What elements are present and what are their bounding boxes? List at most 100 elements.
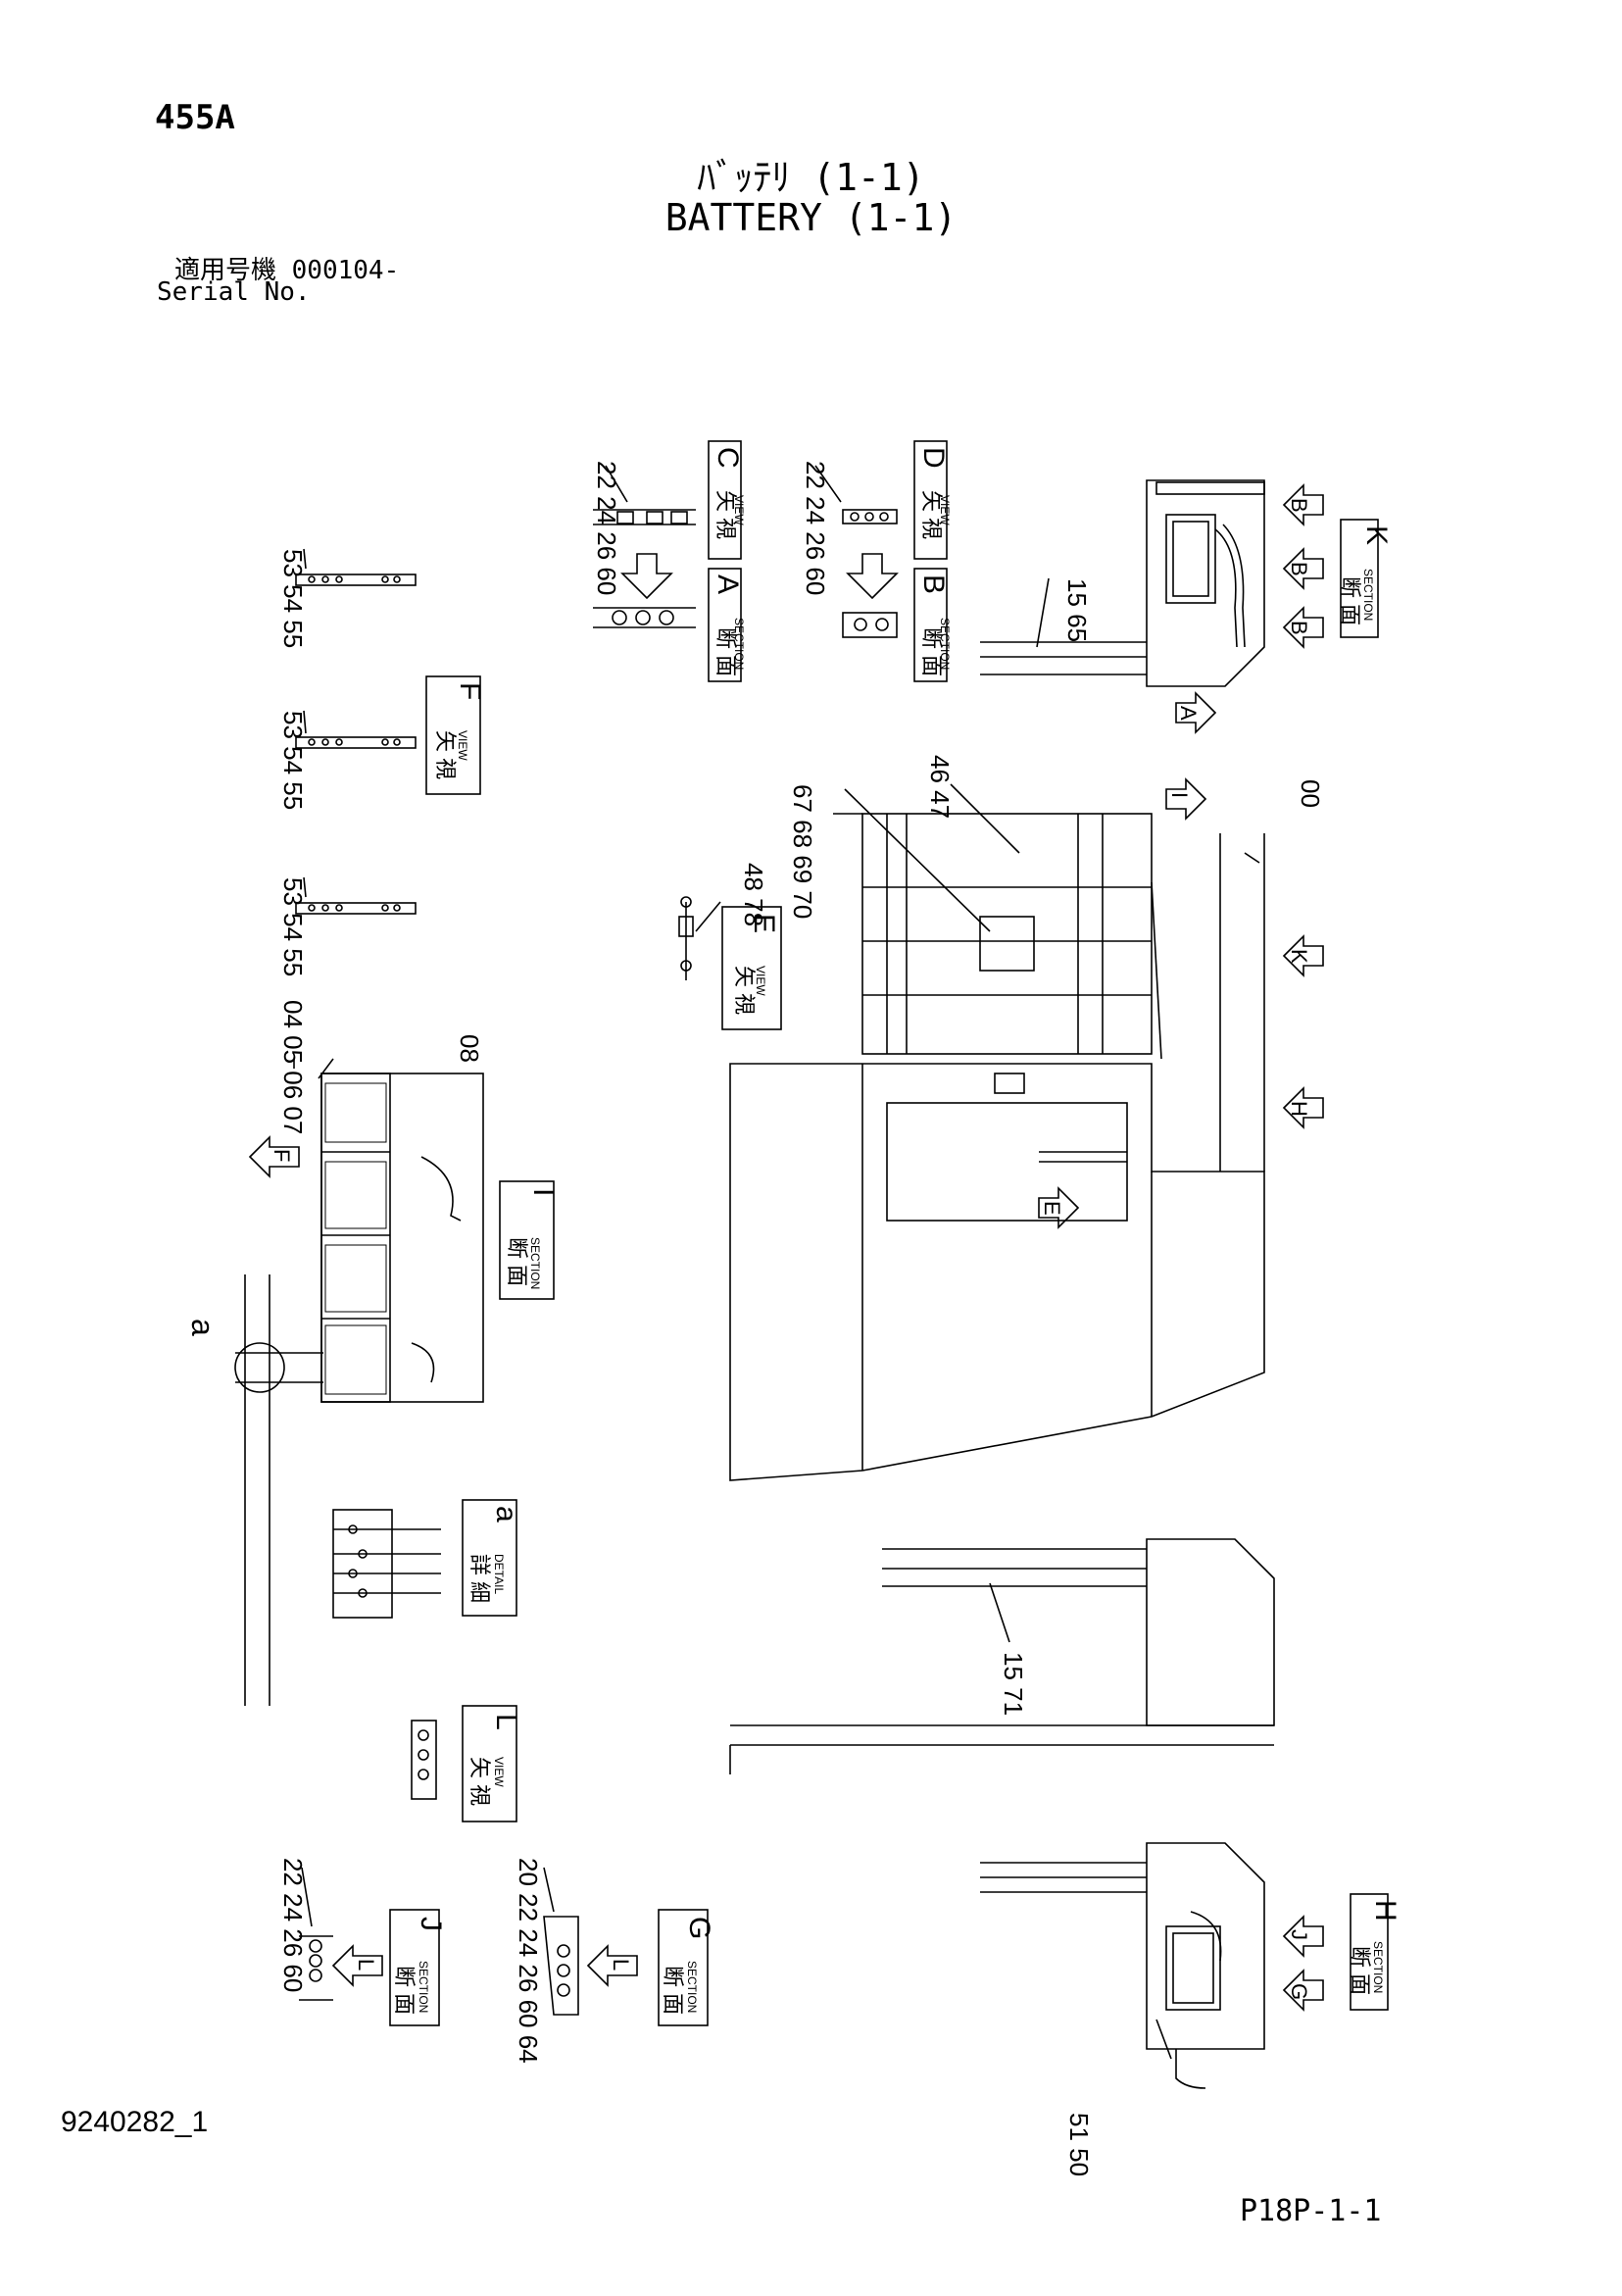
callout-c16: 20 22 24 26 60 64 <box>514 1858 543 2064</box>
label-view-f: 矢 視 VIEW F <box>425 675 486 795</box>
svg-text:SECTION: SECTION <box>528 1237 542 1289</box>
lower-middle-assembly <box>729 1538 1275 1774</box>
callout-c17: 51 50 <box>1064 2113 1094 2176</box>
label-section-a: 断 面 SECTION A <box>708 568 746 682</box>
callout-c15: 22 24 26 60 <box>278 1858 308 1992</box>
part-strip-1 <box>295 548 417 586</box>
serial-label-english: Serial No. <box>157 277 311 307</box>
svg-text:SECTION: SECTION <box>1361 569 1375 621</box>
svg-text:J: J <box>1287 1929 1311 1940</box>
svg-text:SECTION: SECTION <box>938 618 952 670</box>
part-strip-2 <box>295 710 417 749</box>
svg-text:G: G <box>1287 1983 1311 2000</box>
svg-text:E: E <box>1040 1201 1064 1216</box>
label-section-k: 断 面 SECTION K <box>1338 519 1393 638</box>
svg-text:SECTION: SECTION <box>417 1961 430 2013</box>
serial-label-japanese: 適用号機 000104- <box>174 256 400 285</box>
svg-text:B: B <box>1287 621 1311 635</box>
svg-text:矢 視: 矢 視 <box>713 490 738 539</box>
title-japanese: ﾊﾞｯﾃﾘ (1-1) <box>697 156 925 199</box>
svg-text:断 面: 断 面 <box>392 1966 417 2015</box>
svg-text:矢 視: 矢 視 <box>433 730 458 779</box>
svg-text:矢 視: 矢 視 <box>919 490 944 539</box>
svg-text:VIEW: VIEW <box>938 495 952 525</box>
svg-text:A: A <box>1176 706 1201 721</box>
label-detail-a: 詳 細 DETAIL a <box>462 1499 522 1617</box>
arrow-b-2: B <box>1282 547 1324 590</box>
svg-text:VIEW: VIEW <box>732 495 746 525</box>
svg-text:K: K <box>1287 949 1311 964</box>
section-k-assembly <box>980 479 1265 687</box>
view-d-part <box>814 465 899 638</box>
part-strip-3 <box>295 876 417 915</box>
svg-text:D: D <box>917 447 950 469</box>
section-h-assembly <box>980 1842 1265 2089</box>
label-section-i: 断 面 SECTION I <box>499 1180 560 1300</box>
view-l-part <box>411 1720 437 1800</box>
svg-text:断 面: 断 面 <box>713 627 738 676</box>
label-view-e: 矢 視 VIEW E <box>721 906 782 1030</box>
svg-text:B: B <box>1287 562 1311 576</box>
svg-text:詳 細: 詳 細 <box>467 1554 492 1603</box>
callout-c3: 53 54 55 <box>278 549 308 648</box>
arrow-b-3: B <box>1282 606 1324 649</box>
section-j-part <box>299 1867 333 2001</box>
arrow-b-1: B <box>1282 483 1324 526</box>
arrow-i: I <box>1165 777 1207 821</box>
arrows: B B B A I K H E F J G L L <box>248 483 1324 2012</box>
svg-text:a: a <box>490 1506 522 1522</box>
page-reference: P18P-1-1 <box>1240 2194 1382 2228</box>
label-view-c: 矢 視 VIEW C <box>708 440 746 560</box>
svg-text:F: F <box>454 682 486 700</box>
svg-text:VIEW: VIEW <box>492 1757 506 1787</box>
callout-c8: 46 47 <box>925 755 955 819</box>
svg-text:VIEW: VIEW <box>456 730 469 761</box>
model-code: 455A <box>155 98 235 137</box>
svg-text:断 面: 断 面 <box>505 1237 529 1286</box>
svg-text:矢 視: 矢 視 <box>467 1757 492 1806</box>
svg-text:B: B <box>1287 498 1311 513</box>
svg-text:C: C <box>712 447 744 469</box>
svg-text:SECTION: SECTION <box>685 1961 699 2013</box>
svg-text:断 面: 断 面 <box>919 627 944 676</box>
svg-text:A: A <box>712 574 744 594</box>
svg-text:B: B <box>917 574 950 594</box>
detail-a-view <box>332 1509 441 1619</box>
view-c-part <box>593 465 696 628</box>
svg-text:DETAIL: DETAIL <box>492 1554 506 1594</box>
arrow-a: A <box>1175 691 1217 734</box>
callout-c12: 08 <box>455 1034 484 1063</box>
svg-text:H: H <box>1287 1101 1311 1117</box>
svg-text:I: I <box>527 1188 560 1196</box>
svg-text:断 面: 断 面 <box>661 1966 685 2015</box>
arrow-l-2: L <box>586 1944 638 1987</box>
arrow-e: E <box>1038 1186 1080 1229</box>
svg-text:I: I <box>1167 792 1192 798</box>
svg-text:E: E <box>748 914 780 933</box>
arrow-l-1: L <box>331 1944 383 1987</box>
callout-c1: 22 24 26 60 <box>592 461 621 595</box>
callout-c10: 48 78 <box>739 863 768 926</box>
callout-c4: 53 54 55 <box>278 711 308 810</box>
svg-text:矢 視: 矢 視 <box>732 966 757 1015</box>
arrow-j: J <box>1282 1915 1324 1958</box>
svg-text:J: J <box>415 1917 447 1931</box>
svg-text:断 面: 断 面 <box>1348 1946 1372 1995</box>
callout-c6: 15 65 <box>1062 578 1092 642</box>
svg-text:断 面: 断 面 <box>1338 576 1362 625</box>
svg-text:G: G <box>683 1917 715 1939</box>
svg-text:K: K <box>1360 525 1393 545</box>
label-section-h: 断 面 SECTION H <box>1348 1893 1401 2011</box>
svg-text:L: L <box>490 1714 522 1730</box>
svg-text:L: L <box>609 1959 633 1971</box>
label-section-j: 断 面 SECTION J <box>389 1909 447 2026</box>
arrow-h: H <box>1282 1086 1324 1129</box>
svg-text:H: H <box>1369 1900 1401 1922</box>
machine-body-main <box>729 833 1265 1481</box>
section-i-battery-assembly <box>234 1058 484 1706</box>
callout-c5: 53 54 55 <box>278 877 308 976</box>
callout-c14: 15 71 <box>999 1652 1028 1716</box>
label-view-d: 矢 視 VIEW D <box>913 440 952 560</box>
svg-text:L: L <box>354 1959 378 1971</box>
